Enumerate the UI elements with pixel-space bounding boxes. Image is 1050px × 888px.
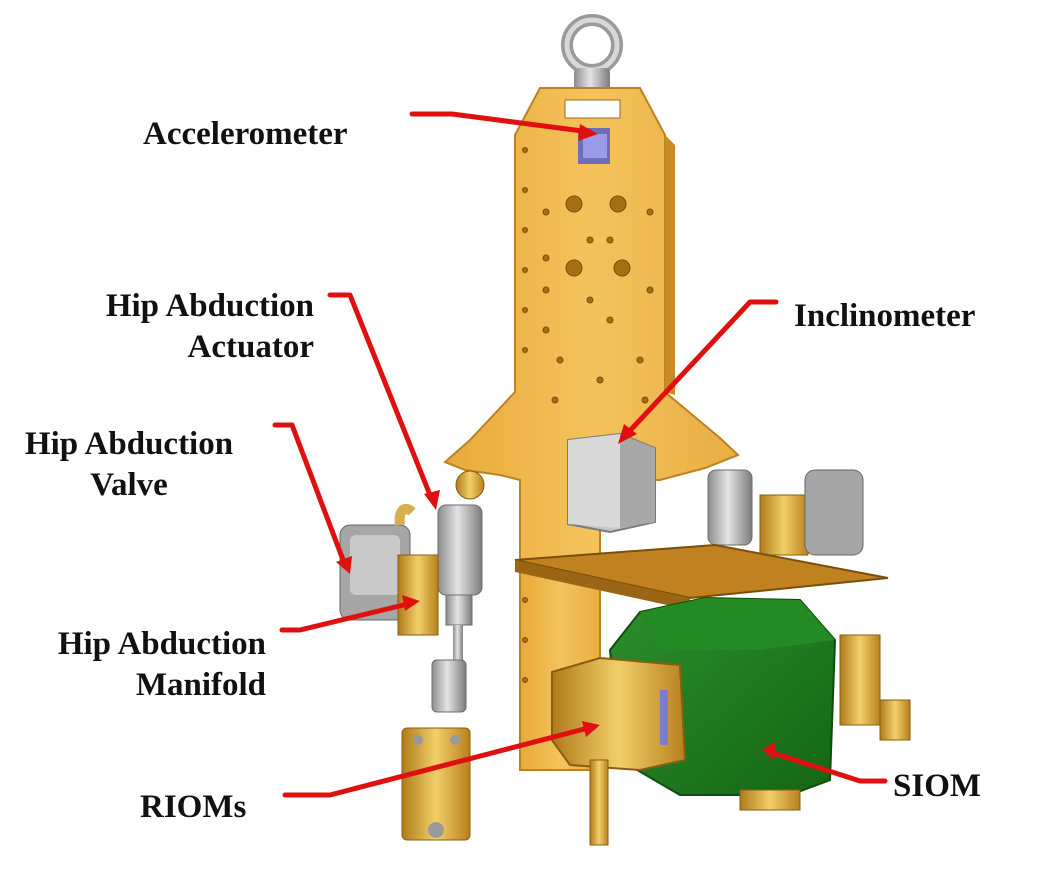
label-hip-abduction-valve: Hip Abduction Valve	[0, 424, 258, 507]
label-accelerometer: Accelerometer	[143, 116, 348, 152]
label-hip-abduction-manifold-line2: Manifold	[135, 667, 266, 704]
pointer-accelerometer	[409, 111, 593, 135]
pointer-siom	[767, 749, 888, 784]
label-hip-abduction-manifold: Hip Abduction Manifold	[0, 624, 266, 707]
label-hip-abduction-valve-line1: Hip Abduction	[24, 426, 234, 462]
pointer-inclinometer	[622, 299, 779, 439]
left-lower-bracket	[401, 727, 471, 841]
main-frame-plate	[443, 87, 740, 771]
label-hip-abduction-manifold-line1: Hip Abduction	[57, 626, 266, 662]
pointer-arrowheads	[336, 124, 776, 760]
rioms-part	[551, 656, 687, 846]
support-shelf	[514, 543, 889, 610]
pointer-hip-abduction-manifold	[279, 600, 415, 633]
label-hip-abduction-actuator-line2: Actuator	[187, 329, 314, 366]
inclinometer-part	[567, 432, 656, 534]
pointer-hip-abduction-actuator	[327, 292, 435, 503]
label-inclinometer: Inclinometer	[794, 298, 976, 334]
label-siom: SIOM	[893, 768, 982, 804]
pointer-hip-abduction-valve	[272, 422, 348, 568]
hip-abduction-valve-part	[339, 503, 416, 621]
label-hip-abduction-actuator-line1: Hip Abduction	[105, 288, 314, 324]
hip-abduction-manifold-part	[397, 554, 439, 636]
right-side-bracket	[739, 634, 911, 811]
hip-abduction-actuator-part	[431, 470, 485, 713]
eye-bolt	[561, 14, 623, 90]
label-rioms: RIOMs	[140, 789, 247, 825]
label-hip-abduction-actuator: Hip Abduction Actuator	[40, 286, 314, 369]
pointer-rioms	[282, 724, 595, 798]
right-actuator-part	[707, 469, 864, 556]
label-hip-abduction-valve-line2: Valve	[90, 467, 168, 504]
pointer-lines	[272, 111, 888, 798]
